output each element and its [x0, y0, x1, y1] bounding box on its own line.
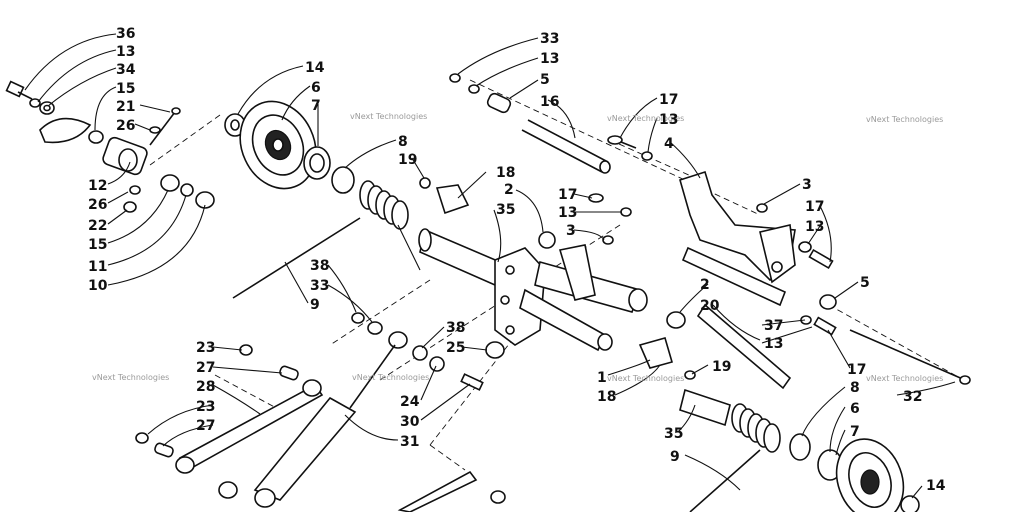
callout: 8 [850, 380, 860, 396]
callout: 13 [805, 219, 824, 235]
callout: 34 [116, 62, 136, 78]
callout: 32 [903, 389, 922, 405]
callout: 21 [116, 99, 135, 115]
callout: 2 [700, 277, 710, 293]
callout: 18 [597, 389, 616, 405]
leader-lines [24, 33, 956, 499]
callout: 8 [398, 134, 408, 150]
callout: 17 [805, 199, 824, 215]
callout: 10 [88, 278, 108, 294]
callout: 38 [446, 320, 465, 336]
callout: 14 [926, 478, 946, 494]
top-center-hardware [449, 73, 653, 174]
watermark-text: vNext Technologies [866, 115, 943, 124]
callout: 6 [311, 80, 321, 96]
callout: 25 [446, 340, 465, 356]
shock-and-links [135, 331, 506, 512]
callout: 13 [558, 205, 577, 221]
watermark-text: vNext Technologies [350, 112, 427, 121]
cross-shafts-right [666, 246, 792, 390]
callout: 14 [305, 60, 325, 76]
callout: 16 [540, 94, 559, 110]
watermark-text: vNext Technologies [866, 374, 943, 383]
callout: 18 [496, 165, 515, 181]
callout: 17 [558, 187, 577, 203]
callout: 24 [400, 394, 420, 410]
callout: 9 [670, 449, 680, 465]
callout: 17 [659, 92, 678, 108]
callout: 13 [659, 112, 678, 128]
mounting-bracket-right [679, 170, 971, 385]
callout: 35 [496, 202, 515, 218]
callout: 19 [398, 152, 417, 168]
callout: 13 [764, 336, 783, 352]
callout: 31 [400, 434, 419, 450]
torsion-spring-left [232, 180, 421, 299]
callout: 37 [764, 318, 783, 334]
callout: 1 [597, 370, 607, 386]
callout: 15 [116, 81, 135, 97]
callout: 36 [116, 26, 135, 42]
callout-numbers: 36 13 34 15 21 26 12 26 22 15 11 10 14 6… [88, 26, 946, 494]
rear-arm-assembly [418, 228, 648, 359]
callout: 30 [400, 414, 420, 430]
callout: 4 [664, 136, 674, 152]
callout: 26 [116, 118, 135, 134]
callout: 13 [540, 51, 559, 67]
callout: 35 [664, 426, 683, 442]
callout: 27 [196, 360, 215, 376]
callout: 20 [700, 298, 720, 314]
callout: 28 [196, 379, 215, 395]
callout: 38 [310, 258, 329, 274]
callout: 33 [310, 278, 329, 294]
idler-wheel-upper [224, 100, 355, 194]
callout: 6 [850, 401, 860, 417]
callout: 9 [310, 297, 320, 313]
callout: 23 [196, 399, 215, 415]
callout: 11 [88, 259, 107, 275]
callout: 33 [540, 31, 559, 47]
callout: 5 [860, 275, 870, 291]
callout: 7 [850, 424, 860, 440]
callout: 3 [566, 223, 576, 239]
callout: 7 [311, 98, 321, 114]
lower-right-assembly [679, 388, 920, 512]
watermark-text: vNext Technologies [607, 114, 684, 123]
callout: 3 [802, 177, 812, 193]
watermarks: vNext Technologies vNext Technologies vN… [92, 112, 943, 383]
callout: 26 [88, 197, 107, 213]
callout: 12 [88, 178, 107, 194]
callout: 27 [196, 418, 215, 434]
watermark-text: vNext Technologies [352, 373, 429, 382]
watermark-text: vNext Technologies [607, 374, 684, 383]
hardware-top-left [5, 80, 215, 213]
callout: 5 [540, 72, 550, 88]
callout: 22 [88, 218, 107, 234]
hardware-center [351, 177, 696, 380]
callout: 17 [847, 362, 866, 378]
callout: 15 [88, 237, 107, 253]
callout: 13 [116, 44, 135, 60]
callout: 23 [196, 340, 215, 356]
callout: 2 [504, 182, 514, 198]
watermark-text: vNext Technologies [92, 373, 169, 382]
callout: 19 [712, 359, 731, 375]
